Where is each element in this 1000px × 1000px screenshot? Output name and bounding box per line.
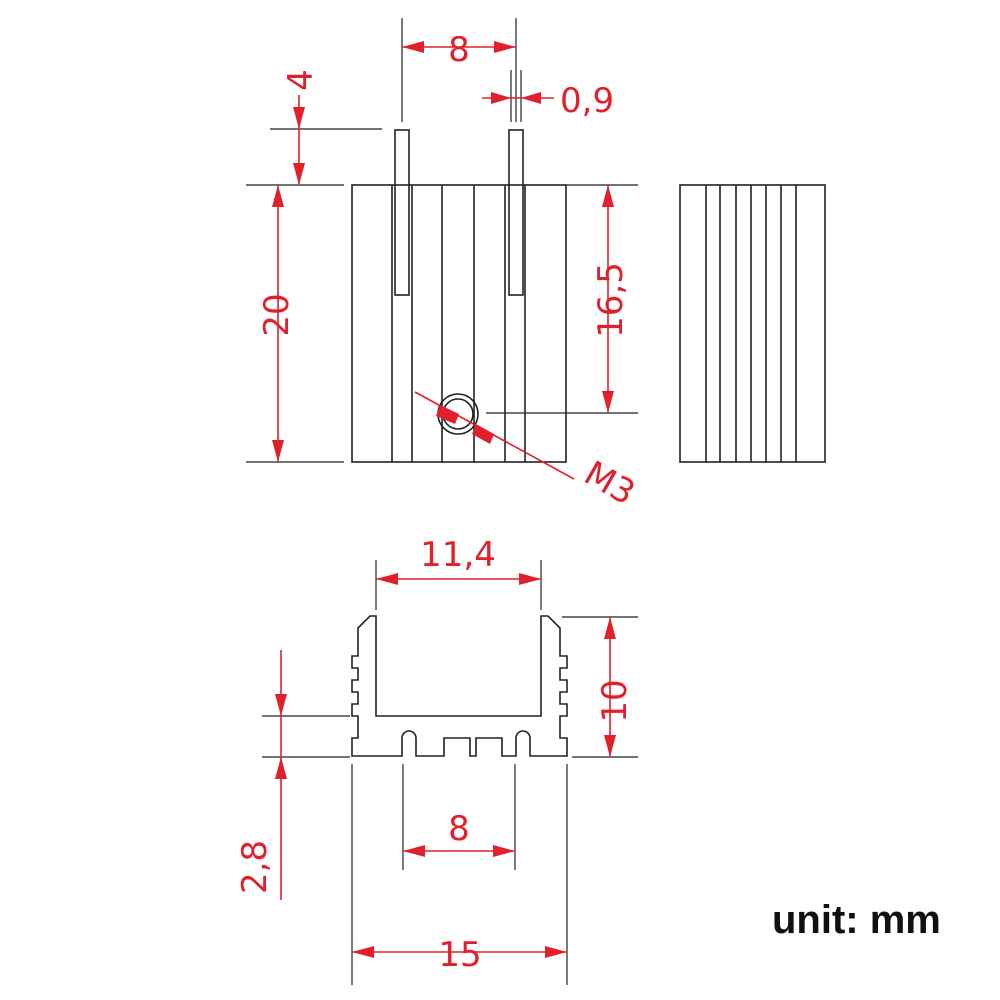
- profile-view: [262, 560, 638, 985]
- unit-label: unit: mm: [772, 898, 941, 942]
- arrow: [352, 946, 374, 958]
- dim-slot-depth: 16,5: [591, 262, 631, 338]
- profile-outline: [351, 615, 568, 757]
- arrow: [436, 405, 459, 424]
- dim-line-hole-leader: [414, 391, 575, 480]
- dim-pin-spacing-bottom: 8: [448, 809, 470, 849]
- arrow: [602, 391, 614, 413]
- arrow: [519, 573, 541, 585]
- dim-body-height: 20: [257, 293, 297, 336]
- arrow: [275, 694, 287, 716]
- arrow: [293, 107, 305, 129]
- arrow: [403, 845, 425, 857]
- dim-profile-height: 10: [595, 679, 635, 722]
- arrow: [602, 185, 614, 207]
- dim-pin-thickness: 0,9: [560, 81, 614, 121]
- dim-inner-width: 11,4: [420, 535, 496, 575]
- right-pin: [508, 129, 524, 296]
- arrow: [545, 946, 567, 958]
- dim-pin-protrusion: 4: [281, 69, 321, 91]
- arrow: [493, 845, 515, 857]
- arrow: [494, 41, 516, 53]
- arrow: [272, 185, 284, 207]
- arrow: [275, 757, 287, 779]
- front-body-outline: [351, 184, 567, 463]
- arrow: [472, 424, 494, 444]
- arrow: [293, 163, 305, 185]
- arrow: [491, 92, 511, 104]
- dim-hole-label: M3: [577, 453, 641, 513]
- left-pin: [394, 129, 410, 296]
- arrow: [521, 92, 541, 104]
- side-view: [679, 184, 826, 463]
- arrow: [272, 440, 284, 462]
- dimension-annotations: 8 0,9 4 20 16,5 M3 11,4 1: [235, 30, 642, 975]
- arrow: [604, 735, 616, 757]
- dim-outer-width: 15: [438, 935, 481, 975]
- dim-base-thickness: 2,8: [235, 840, 275, 894]
- arrow: [402, 41, 424, 53]
- side-body-outline: [679, 184, 826, 463]
- dim-pin-spacing-top: 8: [448, 30, 470, 70]
- arrow: [604, 617, 616, 639]
- front-view: [246, 18, 638, 463]
- arrow: [376, 573, 398, 585]
